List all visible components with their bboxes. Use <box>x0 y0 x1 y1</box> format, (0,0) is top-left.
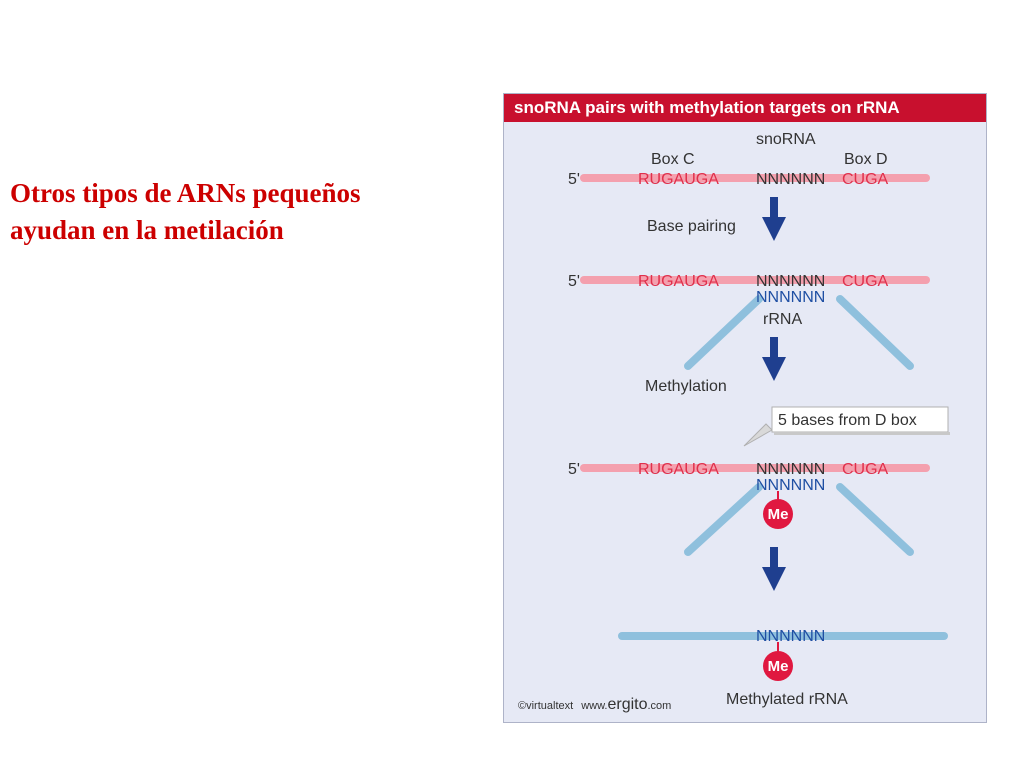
methylation-diagram: snoRNA Box C Box D 5' RUGAUGA NNNNNN CUG… <box>518 131 950 713</box>
snorna-label: snoRNA <box>756 131 816 148</box>
box-c-seq-3: RUGAUGA <box>638 461 719 478</box>
n-seq-snorna-3: NNNNNN <box>756 461 825 478</box>
box-d-seq-2: CUGA <box>842 273 889 290</box>
five-prime-1: 5' <box>568 171 580 188</box>
figure-header: snoRNA pairs with methylation targets on… <box>504 94 986 122</box>
slide-title-line-1: Otros tipos de ARNs pequeños <box>10 178 361 208</box>
box-c-seq-1: RUGAUGA <box>638 171 719 188</box>
slide-title-line-2: ayudan en la metilación <box>10 215 284 245</box>
n-seq-1: NNNNNN <box>756 171 825 188</box>
rrna-strand-right-2 <box>836 295 914 370</box>
methylated-rrna-label: Methylated rRNA <box>726 691 848 708</box>
box-c-seq-2: RUGAUGA <box>638 273 719 290</box>
rrna-strand-left-2 <box>684 295 763 370</box>
box-c-label: Box C <box>651 151 695 168</box>
me-label-3: Me <box>768 506 789 523</box>
rrna-label: rRNA <box>763 311 802 328</box>
box-d-seq-1: CUGA <box>842 171 889 188</box>
n-seq-rrna-3: NNNNNN <box>756 477 825 494</box>
credit-prefix: ©virtualtext <box>518 700 573 712</box>
callout-box <box>743 406 950 447</box>
down-arrow-icon <box>762 197 786 241</box>
n-seq-rrna-4: NNNNNN <box>756 628 825 645</box>
box-d-label: Box D <box>844 151 888 168</box>
five-prime-2: 5' <box>568 273 580 290</box>
rrna-strand-left-3 <box>684 483 763 556</box>
credit-line: ©virtualtext www.ergito.com <box>518 696 671 713</box>
n-seq-rrna-2: NNNNNN <box>756 289 825 306</box>
methyl-group-icon <box>763 651 793 681</box>
methyl-group-icon <box>763 499 793 529</box>
callout-text: 5 bases from D box <box>778 412 917 429</box>
down-arrow-icon <box>762 337 786 381</box>
credit-www: www. <box>580 700 607 712</box>
credit-site: ergito <box>607 696 647 713</box>
me-label-4: Me <box>768 658 789 675</box>
credit-suffix: .com <box>648 700 672 712</box>
box-d-seq-3: CUGA <box>842 461 889 478</box>
down-arrow-icon <box>762 547 786 591</box>
slide-title: Otros tipos de ARNs pequeños ayudan en l… <box>10 175 480 249</box>
snorna-figure: snoRNA Box C Box D 5' RUGAUGA NNNNNN CUG… <box>503 93 987 723</box>
rrna-strand-right-3 <box>836 483 914 556</box>
base-pairing-label: Base pairing <box>647 218 736 235</box>
methylation-label: Methylation <box>645 378 727 395</box>
five-prime-3: 5' <box>568 461 580 478</box>
n-seq-snorna-2: NNNNNN <box>756 273 825 290</box>
